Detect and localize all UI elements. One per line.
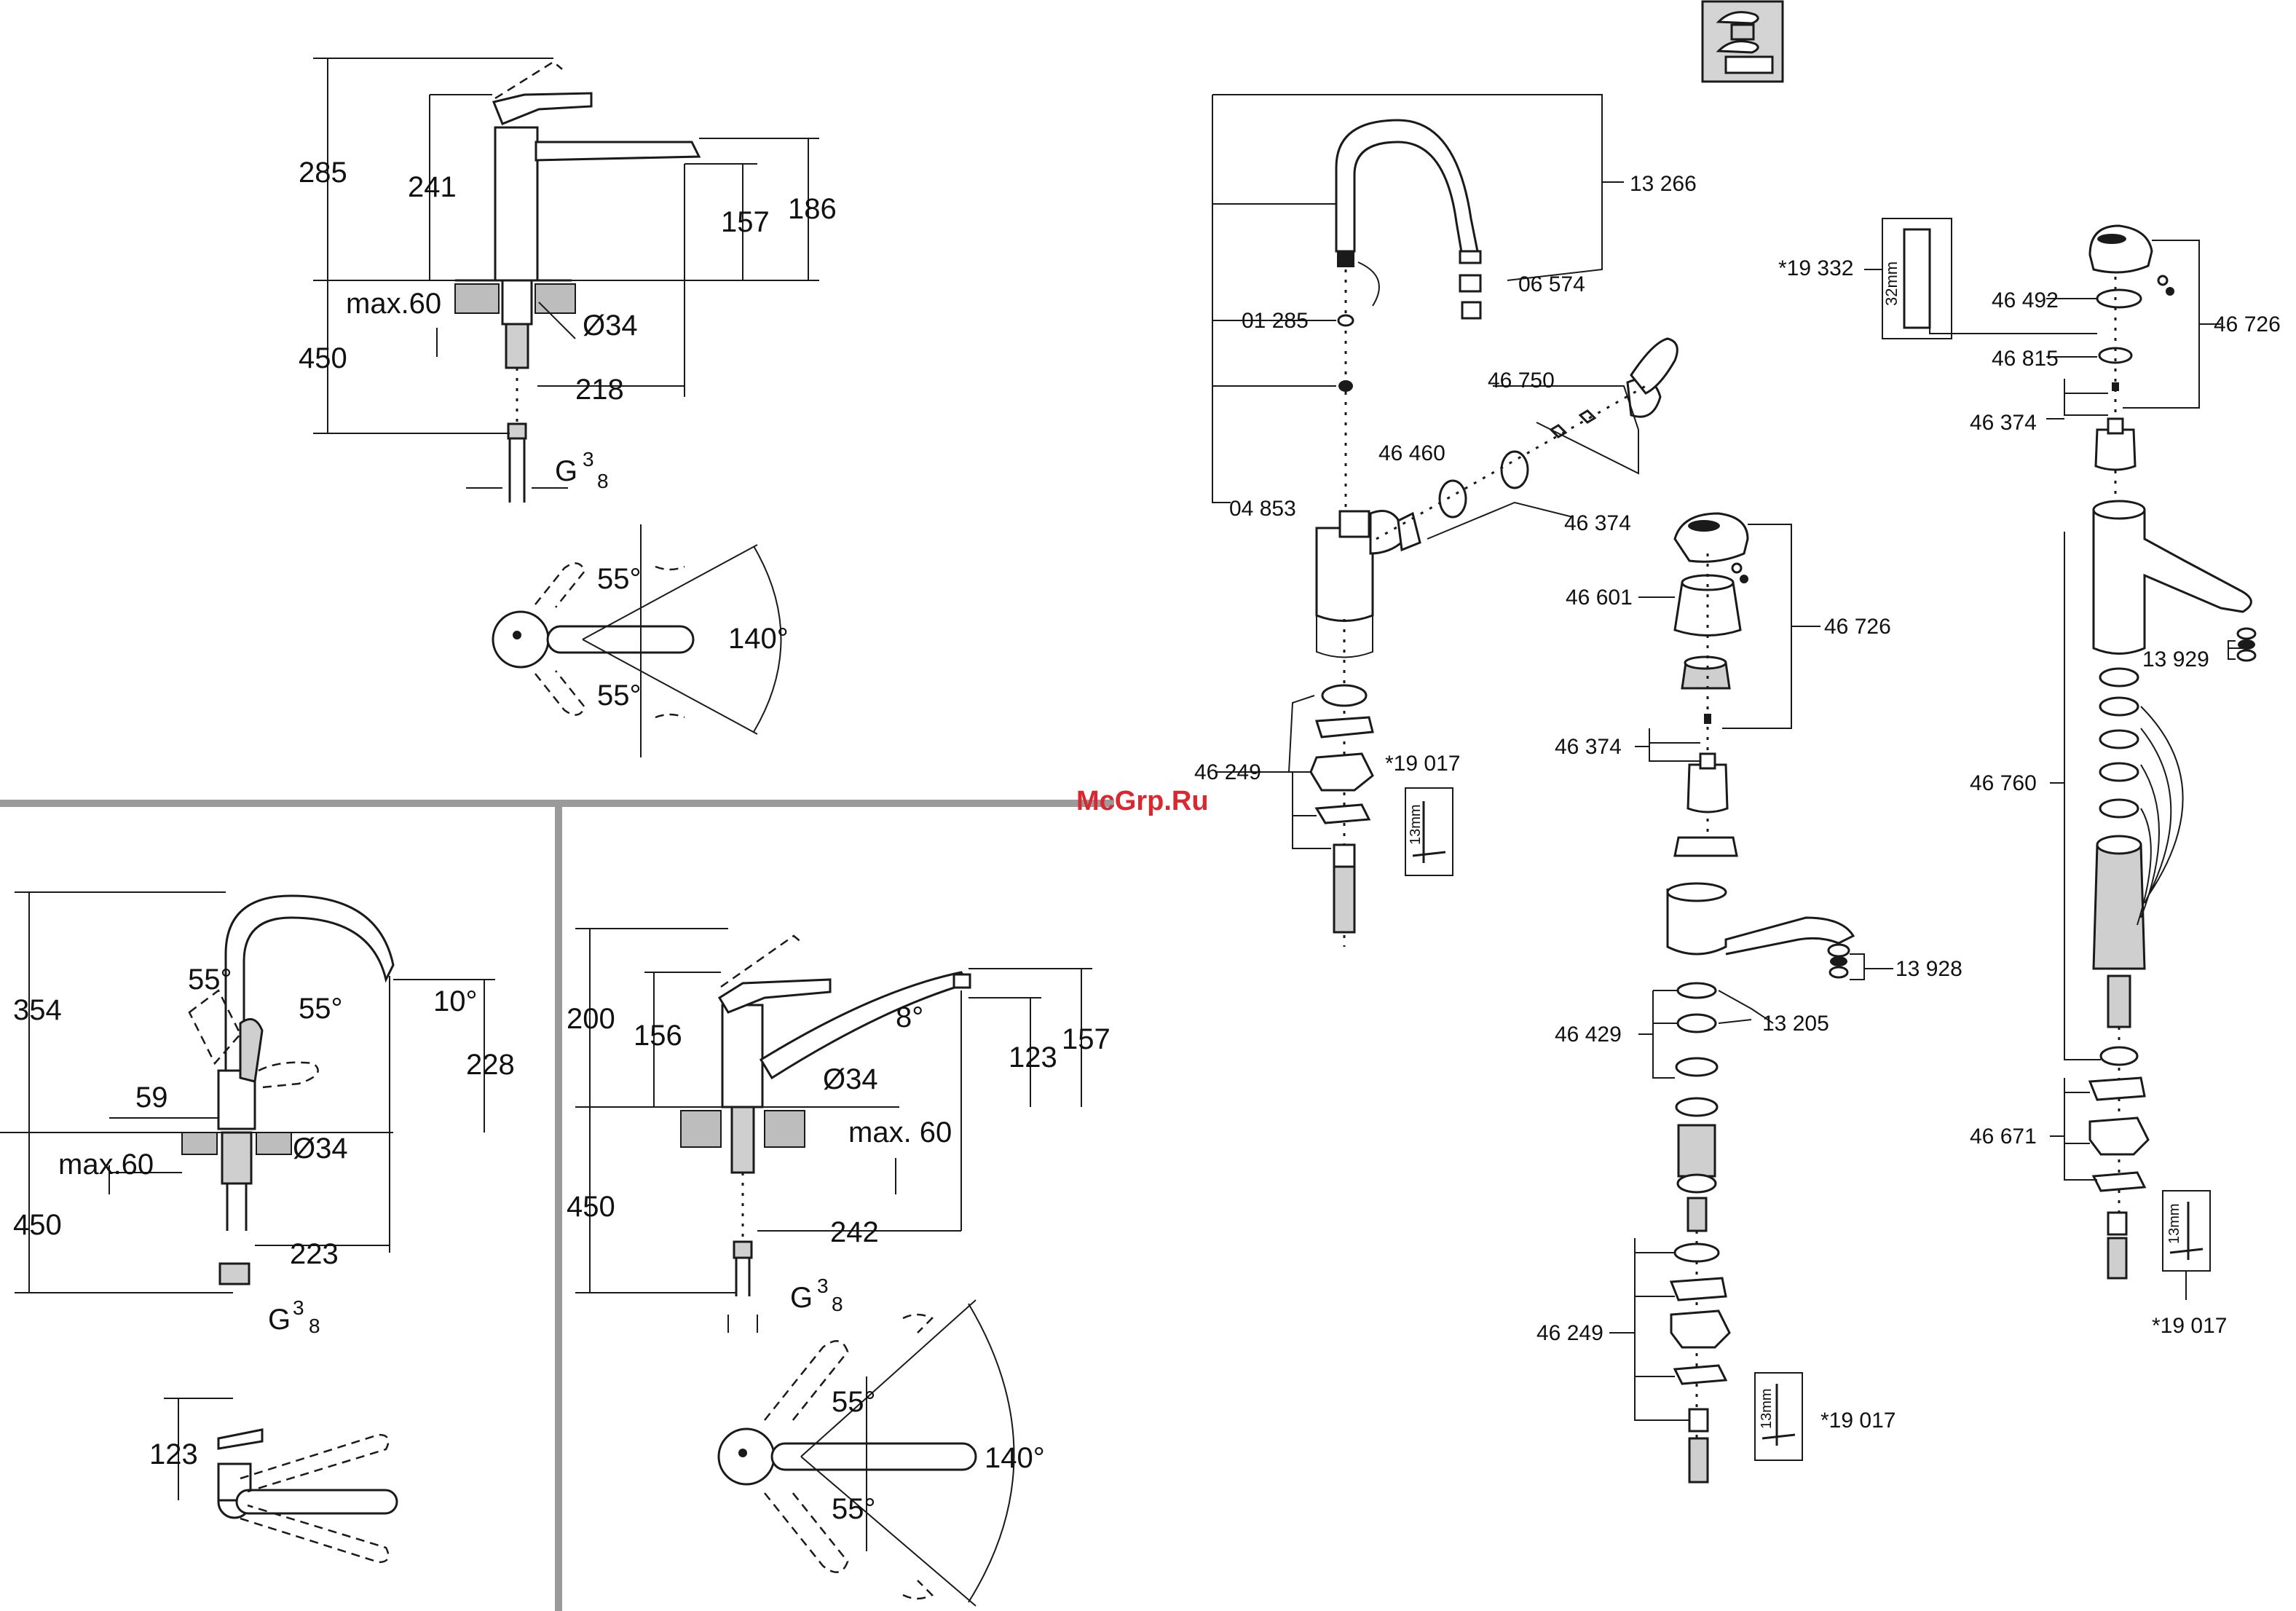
part-04853: 04 853 <box>1229 497 1296 521</box>
dim-450: 450 <box>299 342 347 374</box>
tool-label-13mm-ev1: 13mm <box>1408 804 1424 845</box>
dim-thread-g-bm: G <box>790 1282 813 1314</box>
dim-max60-bl: max.60 <box>58 1149 154 1181</box>
tool-label-13mm-ev2: 13mm <box>1759 1388 1775 1429</box>
dim-thread-den: 8 <box>597 470 609 492</box>
part-06574: 06 574 <box>1518 272 1585 296</box>
dim-228: 228 <box>466 1049 515 1081</box>
part-46492: 46 492 <box>1992 288 2059 312</box>
part-13929: 13 929 <box>2142 647 2209 671</box>
dim-thread-num-bm: 3 <box>817 1275 829 1297</box>
part-13266: 13 266 <box>1630 172 1697 196</box>
part-46374-ev3: 46 374 <box>1970 411 2037 435</box>
dim-285: 285 <box>299 157 347 189</box>
part-46374-ev2: 46 374 <box>1555 735 1622 759</box>
angle-140: 140° <box>728 623 789 655</box>
part-19017-ev3: *19 017 <box>2152 1314 2227 1338</box>
dim-thread-den-bm: 8 <box>832 1293 843 1315</box>
part-46460: 46 460 <box>1378 441 1445 465</box>
part-46249-ev1: 46 249 <box>1194 760 1261 784</box>
part-46429: 46 429 <box>1555 1023 1622 1047</box>
part-01285: 01 285 <box>1242 309 1309 333</box>
part-13928: 13 928 <box>1895 957 1962 981</box>
part-46726-ev2: 46 726 <box>1824 615 1891 639</box>
part-46249-ev2: 46 249 <box>1536 1321 1603 1345</box>
part-46601: 46 601 <box>1566 586 1633 610</box>
dim-241: 241 <box>408 171 457 203</box>
part-46750: 46 750 <box>1488 369 1555 393</box>
part-46671: 46 671 <box>1970 1124 2037 1149</box>
dim-thread-num: 3 <box>583 448 594 470</box>
vertical-divider <box>555 805 562 1611</box>
dim-123-bm: 123 <box>1009 1041 1057 1074</box>
angle-55-lower: 55° <box>597 680 642 712</box>
bottom-mid-rotation-view: 55° 140° 55° <box>717 1299 1045 1607</box>
dim-123-bl: 123 <box>149 1438 198 1470</box>
tool-label-13mm-ev3: 13mm <box>2166 1203 2182 1244</box>
dim-450-bm: 450 <box>567 1191 615 1223</box>
dim-max60-bm: max. 60 <box>848 1116 952 1149</box>
angle-55-upper: 55° <box>597 563 642 595</box>
dim-diameter34-bl: Ø34 <box>293 1133 348 1165</box>
dim-diameter34: Ø34 <box>583 310 638 342</box>
top-left-rotation-view: 55° 140° 55° <box>492 524 789 757</box>
angle-140-bm: 140° <box>985 1442 1045 1474</box>
exploded-view-2: 13mm 46 601 46 726 46 374 13 928 46 429 … <box>1536 512 1962 1484</box>
top-left-faucet-drawing: 285 241 157 186 max.60 Ø34 450 218 G 3 8 <box>299 58 837 503</box>
dim-8deg: 8° <box>896 1001 923 1033</box>
part-46760: 46 760 <box>1970 771 2037 795</box>
exploded-view-1: 13mm 13 266 06 574 01 285 46 750 46 460 … <box>1194 94 1697 947</box>
dim-156: 156 <box>634 1020 682 1052</box>
watermark-text: McGrp.Ru <box>1076 786 1209 816</box>
part-46374-ev1: 46 374 <box>1564 511 1631 535</box>
dim-200: 200 <box>567 1003 615 1035</box>
dim-diameter34-bm: Ø34 <box>823 1063 878 1095</box>
dim-354: 354 <box>13 994 62 1026</box>
faucet-type-icon <box>1701 0 1784 83</box>
dim-157: 157 <box>721 206 770 238</box>
dim-55-spout: 55° <box>299 993 343 1025</box>
dim-223: 223 <box>290 1238 339 1270</box>
dim-242: 242 <box>830 1216 879 1248</box>
dim-218: 218 <box>575 374 624 406</box>
part-13205: 13 205 <box>1762 1012 1829 1036</box>
dim-157-bm: 157 <box>1062 1023 1110 1055</box>
dim-thread-den-bl: 8 <box>309 1315 320 1337</box>
dim-thread-num-bl: 3 <box>293 1296 304 1319</box>
exploded-view-3: 32mm <box>1778 218 2281 1338</box>
dim-thread-g: G <box>555 455 577 487</box>
part-19017-ev2: *19 017 <box>1820 1409 1895 1433</box>
part-46815: 46 815 <box>1992 347 2059 371</box>
dim-450-bl: 450 <box>13 1209 62 1241</box>
angle-55-upper-bm: 55° <box>832 1386 876 1418</box>
bottom-left-faucet-drawing: 354 55° 55° 10° 228 59 Ø34 max.60 450 22… <box>0 891 515 1337</box>
dim-186: 186 <box>788 193 837 225</box>
part-46726-ev3: 46 726 <box>2214 312 2281 336</box>
tool-label-32mm: 32mm <box>1882 261 1901 306</box>
dim-10deg: 10° <box>433 985 478 1017</box>
dim-59: 59 <box>135 1082 168 1114</box>
dim-max60: max.60 <box>346 288 441 320</box>
part-19017-ev1: *19 017 <box>1385 752 1460 776</box>
angle-55-lower-bm: 55° <box>832 1493 876 1525</box>
part-19332: *19 332 <box>1778 256 1853 280</box>
bottom-left-lever-view: 123 <box>149 1398 398 1564</box>
dim-thread-g-bl: G <box>268 1304 291 1336</box>
horizontal-divider <box>0 800 1114 807</box>
dim-55-handle: 55° <box>188 964 232 996</box>
bottom-mid-faucet-drawing: 200 156 8° 123 157 Ø34 max. 60 450 242 G… <box>567 928 1110 1333</box>
